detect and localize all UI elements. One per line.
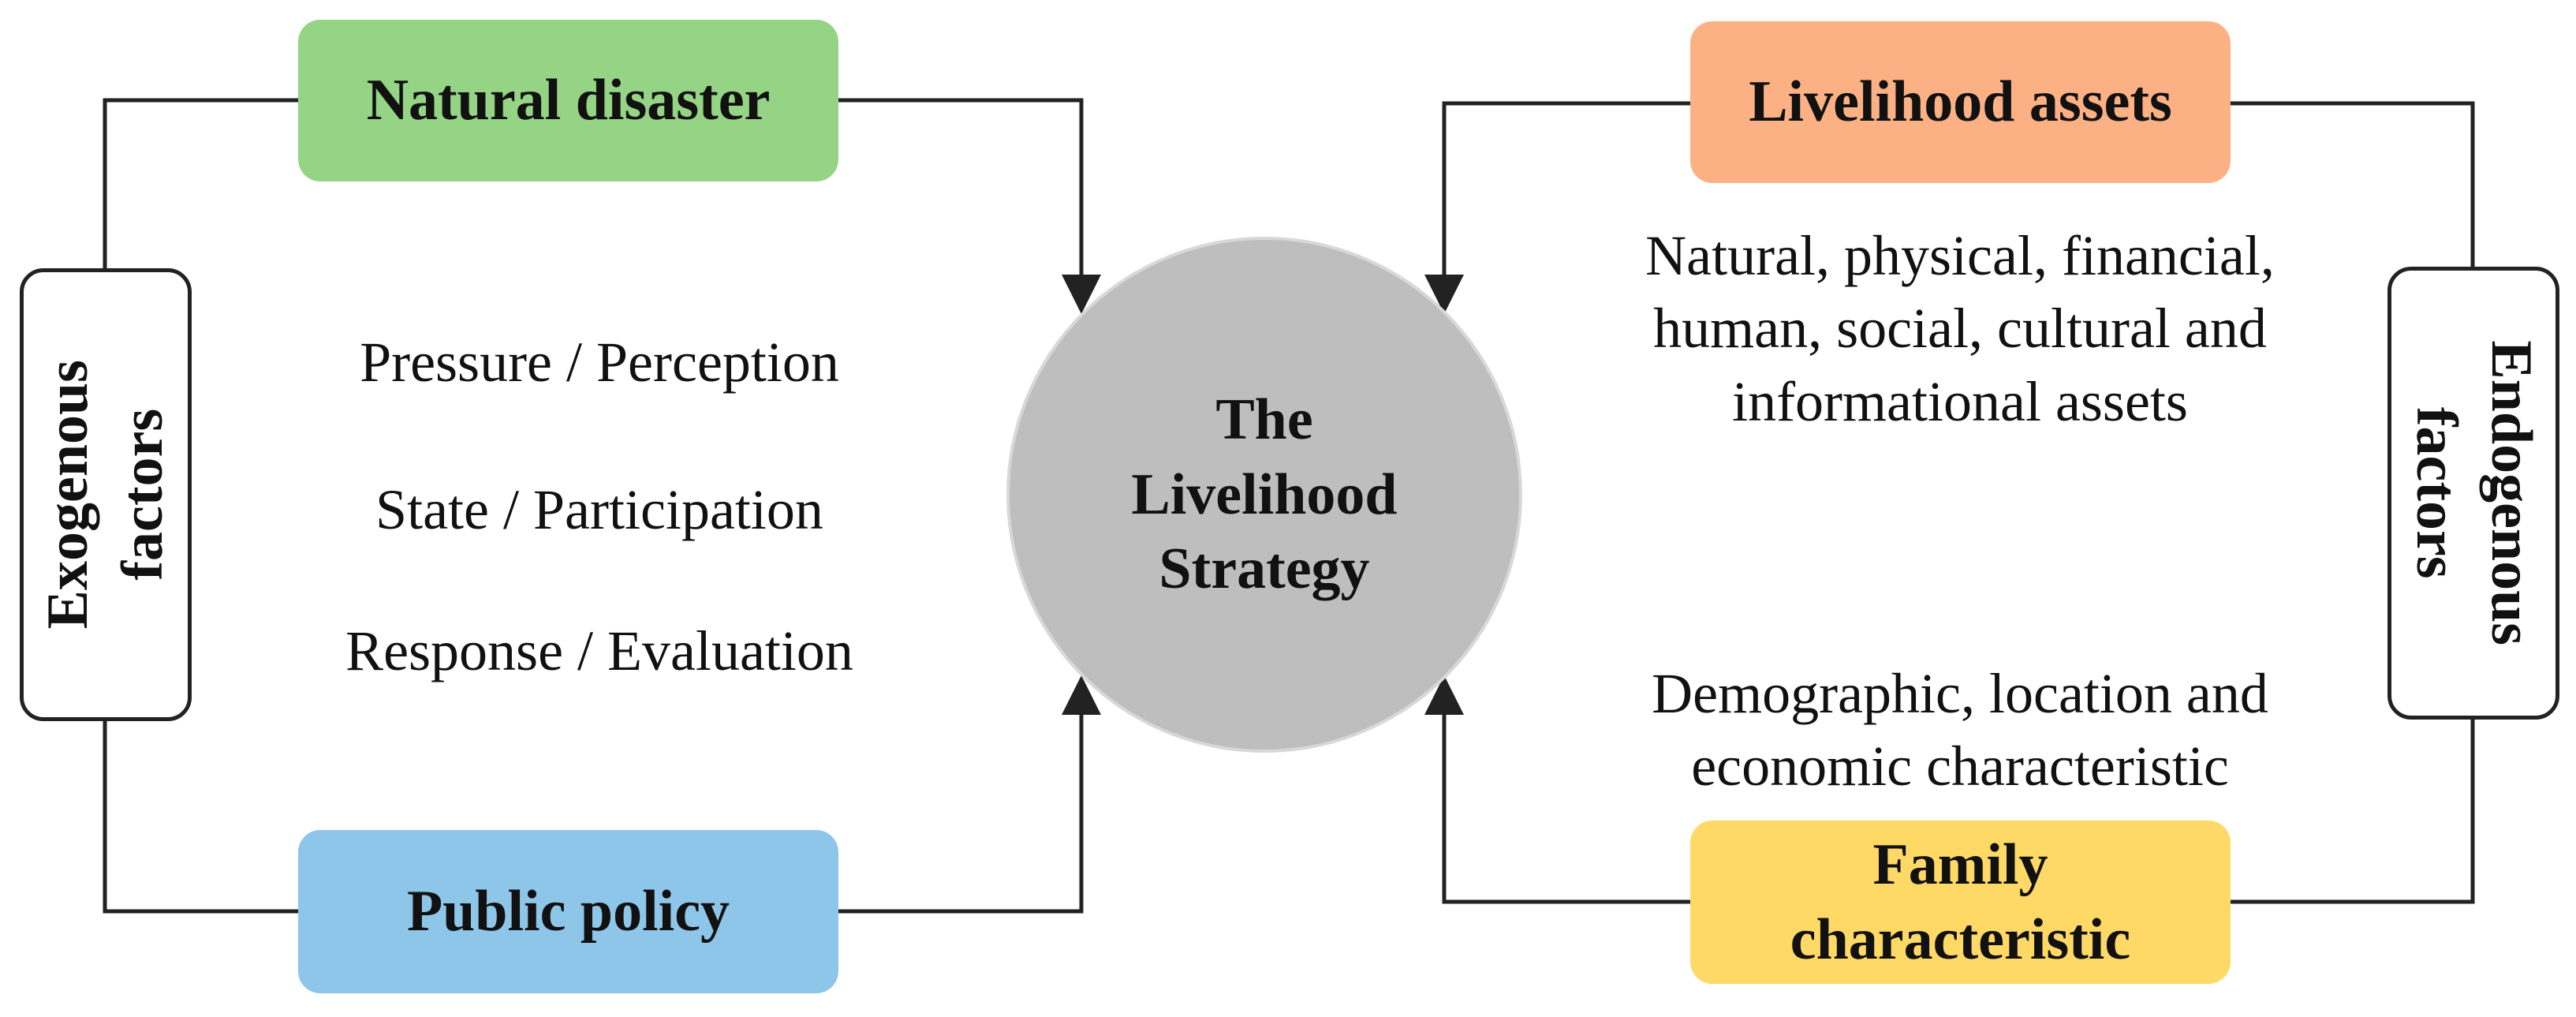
psr-response-text: Response / Evaluation — [345, 619, 853, 682]
natural-disaster-arrow — [838, 98, 1101, 314]
family-characteristic-arrow — [1424, 675, 1690, 904]
endogenous-factors-label: Endogenous factors — [2399, 341, 2548, 646]
center-line1: The — [1215, 387, 1313, 452]
psr-state-text: State / Participation — [375, 478, 823, 541]
exogenous-line2: factors — [110, 409, 175, 581]
natural-disaster-label: Natural disaster — [366, 68, 771, 133]
livelihood-assets-label: Livelihood assets — [1749, 69, 2172, 135]
exogenous-bottom-connector — [103, 721, 298, 914]
endogenous-top-connector — [2231, 101, 2475, 268]
assets-description-line2: human, social, cultural and — [1653, 297, 2267, 360]
livelihood-assets-box: Livelihood assets — [1690, 21, 2231, 183]
assets-description-line1: Natural, physical, financial, — [1645, 224, 2275, 287]
exogenous-top-connector — [103, 98, 298, 268]
livelihood-strategy-label: The Livelihood Strategy — [1131, 383, 1397, 607]
public-policy-label: Public policy — [406, 879, 730, 944]
psr-pressure-text: Pressure / Perception — [360, 331, 839, 394]
endogenous-bottom-connector — [2231, 720, 2475, 904]
endogenous-line2: factors — [2404, 407, 2469, 579]
public-policy-box: Public policy — [298, 830, 838, 993]
exogenous-line1: Exogenous — [35, 360, 101, 630]
public-policy-arrow — [838, 675, 1101, 914]
exogenous-factors-label: Exogenous factors — [31, 360, 180, 629]
livelihood-assets-arrow — [1424, 101, 1690, 314]
center-line3: Strategy — [1159, 537, 1370, 602]
family-description-line1: Demographic, location and — [1652, 662, 2268, 725]
family-characteristic-line2: characteristic — [1790, 907, 2131, 972]
livelihood-strategy-circle: The Livelihood Strategy — [1006, 237, 1522, 753]
natural-disaster-box: Natural disaster — [298, 20, 838, 181]
family-characteristic-box: Family characteristic — [1690, 821, 2231, 984]
endogenous-factors-box: Endogenous factors — [2387, 267, 2559, 720]
family-characteristic-line1: Family — [1872, 832, 2048, 897]
endogenous-line1: Endogenous — [2478, 340, 2544, 646]
exogenous-factors-box: Exogenous factors — [20, 268, 192, 721]
assets-description-line3: informational assets — [1732, 370, 2188, 433]
center-line2: Livelihood — [1131, 462, 1398, 527]
family-description-line2: economic characteristic — [1691, 735, 2229, 798]
